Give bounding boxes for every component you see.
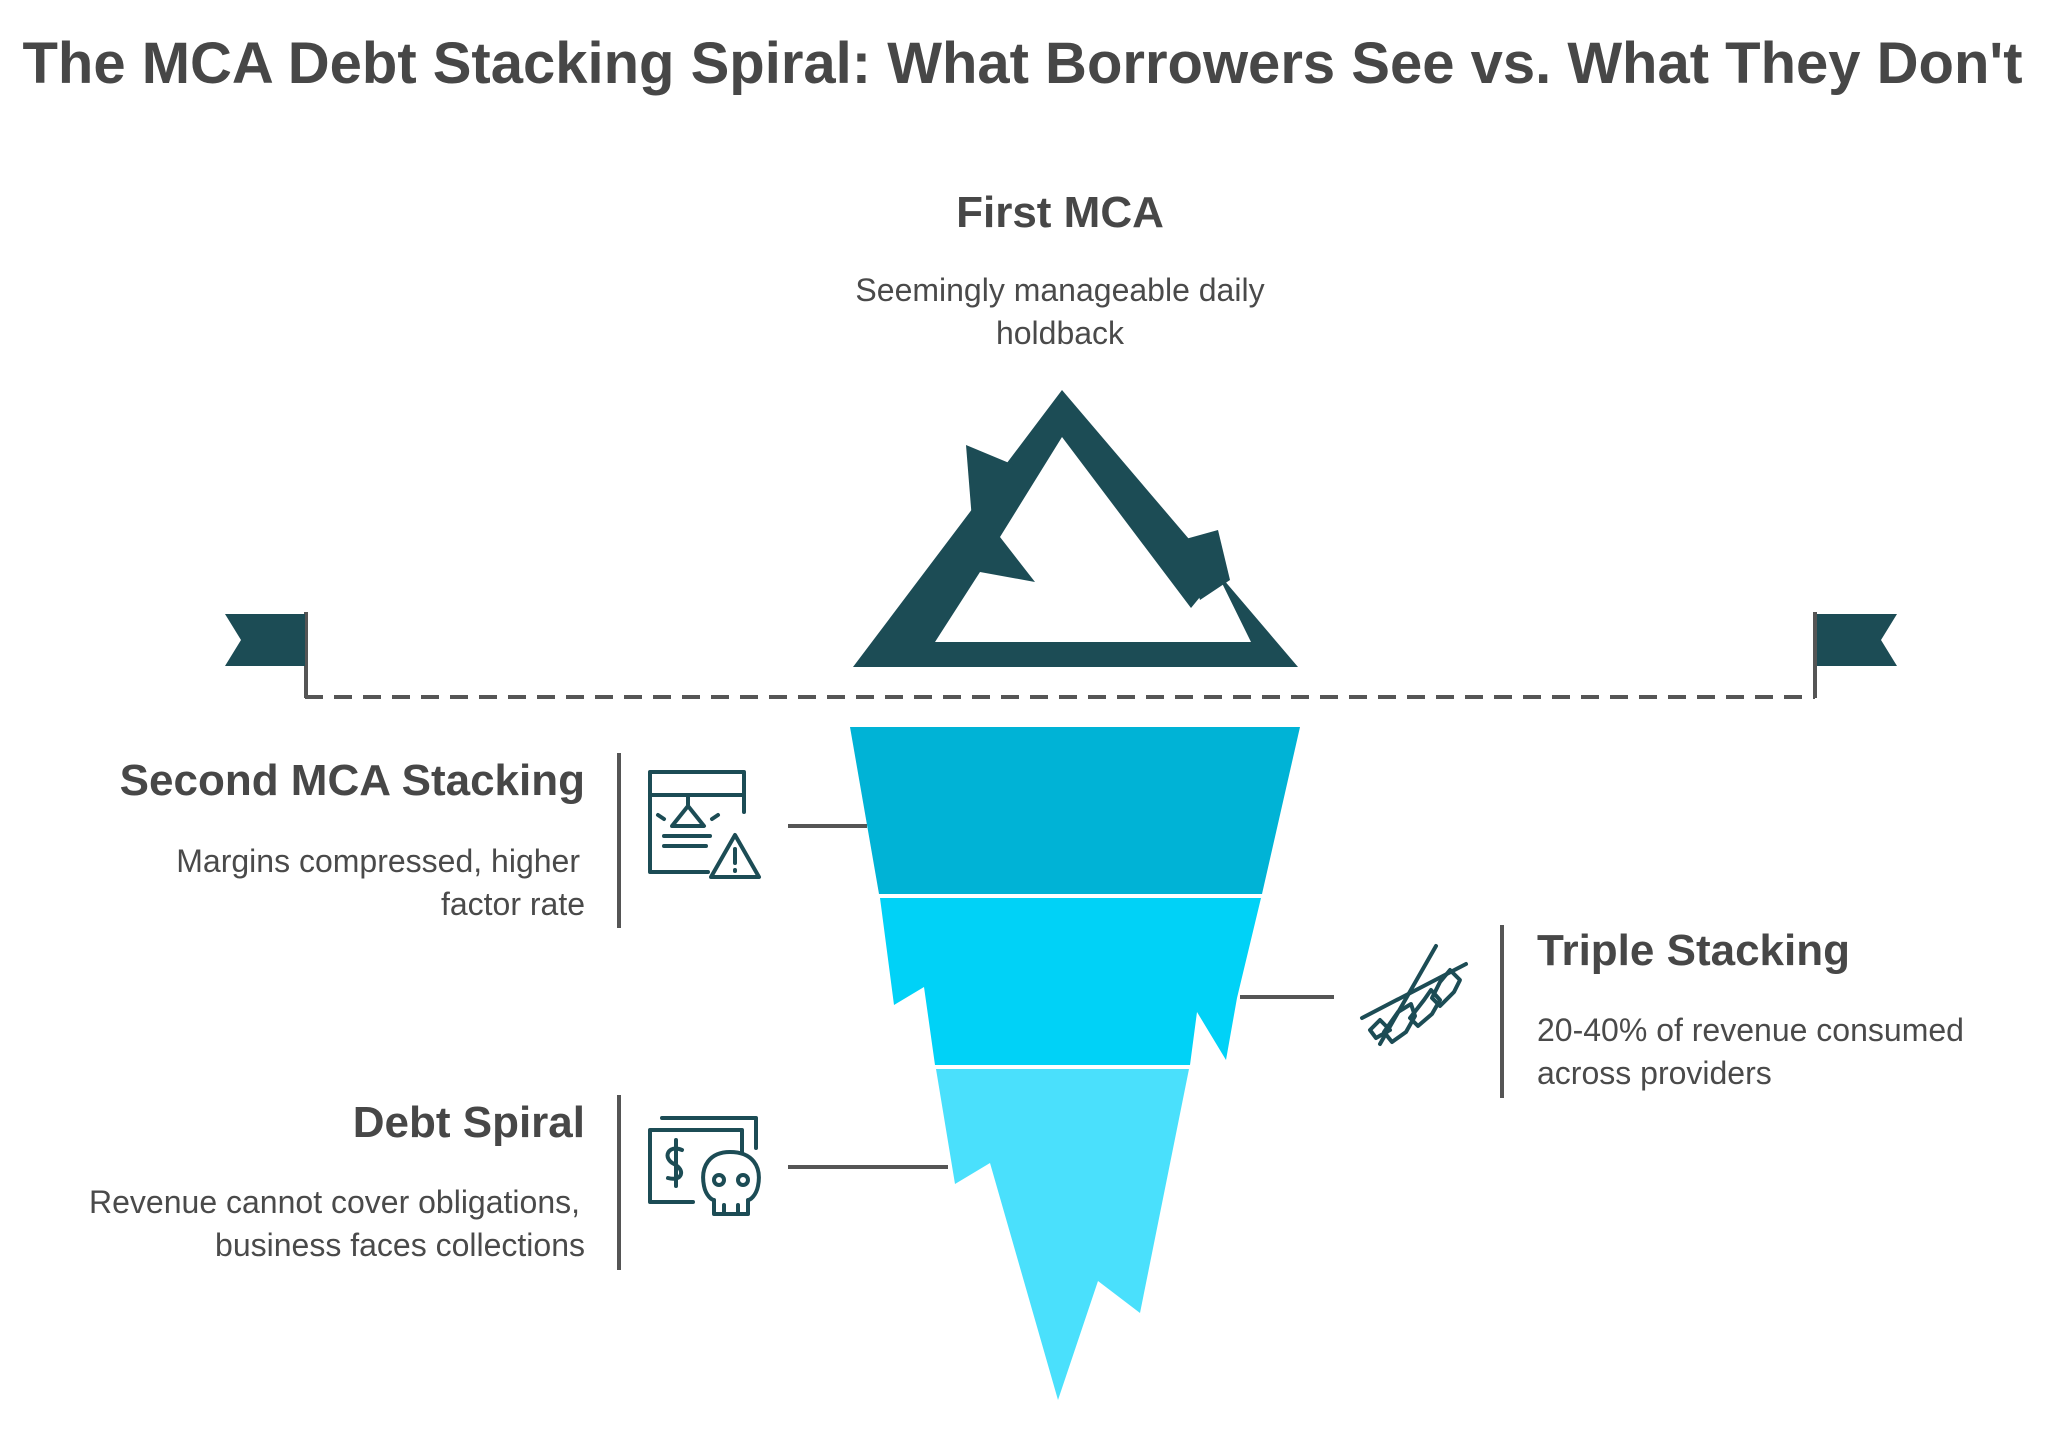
debt-spiral-description-line2: business faces collections bbox=[215, 1227, 585, 1263]
triple-stacking-description-line1: 20-40% of revenue consumed bbox=[1537, 1012, 1964, 1048]
mountain-peak-icon bbox=[853, 390, 1298, 667]
layer-second-mca bbox=[850, 727, 1300, 894]
second-mca-description-line1: Margins compressed, higher bbox=[176, 843, 580, 879]
layer-debt-spiral bbox=[936, 1069, 1189, 1400]
debt-spiral-description-line1: Revenue cannot cover obligations, bbox=[89, 1184, 580, 1220]
page-title: The MCA Debt Stacking Spiral: What Borro… bbox=[22, 31, 2023, 96]
triple-stacking-description-line2: across providers bbox=[1537, 1055, 1772, 1091]
second-mca-description-line2: factor rate bbox=[440, 886, 585, 922]
document-warning-icon bbox=[648, 770, 761, 879]
flag-right-icon bbox=[1813, 612, 1897, 698]
money-skull-icon bbox=[648, 1116, 761, 1216]
layer-triple-stacking bbox=[880, 898, 1261, 1065]
second-mca-heading: Second MCA Stacking bbox=[119, 756, 585, 805]
first-mca-description-line1: Seemingly manageable daily bbox=[855, 272, 1265, 308]
flag-left-icon bbox=[225, 612, 308, 698]
first-mca-heading: First MCA bbox=[956, 188, 1164, 237]
debt-spiral-heading: Debt Spiral bbox=[352, 1098, 585, 1147]
triple-stacking-heading: Triple Stacking bbox=[1537, 926, 1850, 975]
chain-links-icon bbox=[1360, 944, 1468, 1046]
first-mca-description-line2: holdback bbox=[995, 315, 1125, 351]
